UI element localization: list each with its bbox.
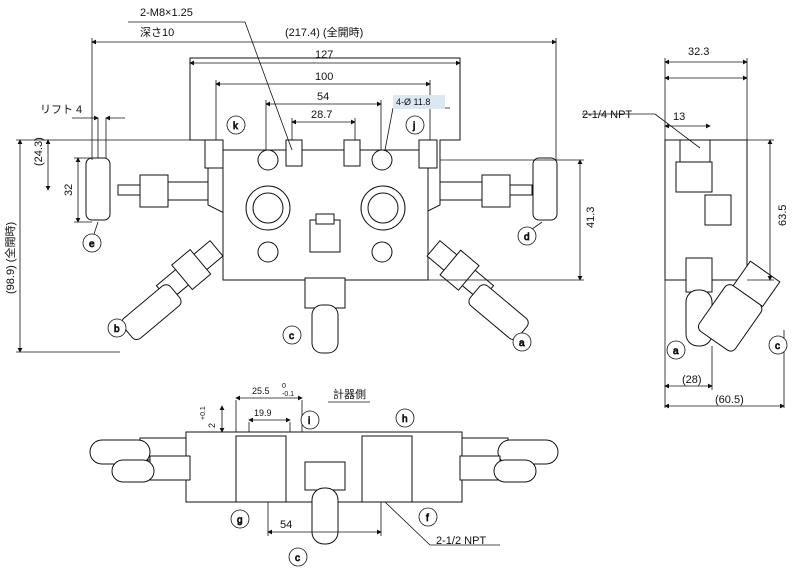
label-tol-c: +0.1 [200,406,207,420]
label-d413: 41.3 [585,207,597,228]
front-view [85,57,558,354]
callouts: k j e d b c a a c i h g f c [82,115,788,567]
callout-circle-f [418,507,438,527]
callout-circle-side-c [768,335,788,355]
label-tol-b: -0.1 [282,391,294,398]
callout-circle-bottom-c [288,547,308,567]
callout-circle-c [282,325,302,345]
front-dimensions [16,21,584,353]
callout-h: h [402,414,408,425]
label-bottom-54: 54 [280,519,292,531]
callout-circle-j [405,115,425,135]
label-side-635: 63.5 [777,205,789,226]
label-thread-spec: 2-M8×1.25 [140,7,193,19]
handle-e [85,157,111,221]
callout-j: j [412,121,415,132]
center-valve [309,219,341,253]
callout-side-c: c [775,341,780,352]
callout-side-a: a [673,346,679,357]
callout-f: f [426,513,429,524]
label-body-width: 127 [315,49,333,61]
handle-d [532,157,558,221]
callout-bottom-c: c [295,553,300,564]
label-npt-bottom: 2-1/2 NPT [436,535,486,547]
side-view [664,139,781,352]
callout-circle-k [226,115,246,135]
label-overall-height: (98.9) (全開時) [3,222,17,294]
hole-3 [257,241,279,263]
holes-highlight [393,95,445,109]
label-side-13: 13 [673,111,685,123]
label-pitch-100: 100 [315,71,333,83]
bolt-boss-j [418,139,438,169]
hole-4 [371,241,393,263]
label-tol-a: 0 [282,383,286,390]
hole-2 [371,149,393,171]
labels: 2-M8×1.25 深さ10 (217.4) (全開時) 127 100 54 … [3,7,789,547]
handle-a [468,284,529,341]
label-bottom-199: 19.9 [254,408,272,418]
callout-g: g [237,515,243,526]
callout-circle-b [107,318,127,338]
label-lift: リフト 4 [40,104,82,116]
label-instrument-side: 計器側 [333,387,366,401]
callout-i: i [308,416,310,427]
callout-circle-side-a [666,340,686,360]
label-side-28: (28) [682,374,702,386]
label-pitch-54: 54 [317,91,329,103]
callout-circle-i [300,410,320,430]
label-d32: 32 [63,184,75,196]
callout-circle-a [512,332,532,352]
callout-circle-e [82,233,102,253]
callout-c: c [289,331,294,342]
label-holes: 4-Ø 11.8 [396,97,430,107]
label-bottom-255: 25.5 [252,386,270,396]
label-side-605: (60.5) [715,394,744,406]
label-overall-width: (217.4) (全開時) [285,25,363,39]
port-left [245,185,291,231]
handle-c [311,304,339,354]
port-right [360,185,406,231]
bolt-boss-k [204,139,224,169]
callout-b: b [114,324,120,335]
callout-e: e [89,239,95,250]
callout-circle-g [230,509,250,529]
hole-1 [257,149,279,171]
callout-a: a [519,338,525,349]
side-dimensions [582,58,785,409]
handle-b [121,284,182,341]
label-pitch-287: 28.7 [311,109,332,121]
callout-k: k [233,121,239,132]
callout-circle-d [517,226,537,246]
label-npt-side: 2-1/4 NPT [582,109,632,121]
side-handle-c [697,284,763,352]
callout-circle-h [395,408,415,428]
callout-d: d [524,232,530,243]
label-bottom-2: 2 [207,423,217,428]
label-thread-depth: 深さ10 [140,26,174,39]
label-side-323: 32.3 [688,46,709,58]
bottom-handle-c [311,487,339,545]
label-d243: (24.3) [33,137,45,166]
bottom-view [89,431,559,545]
